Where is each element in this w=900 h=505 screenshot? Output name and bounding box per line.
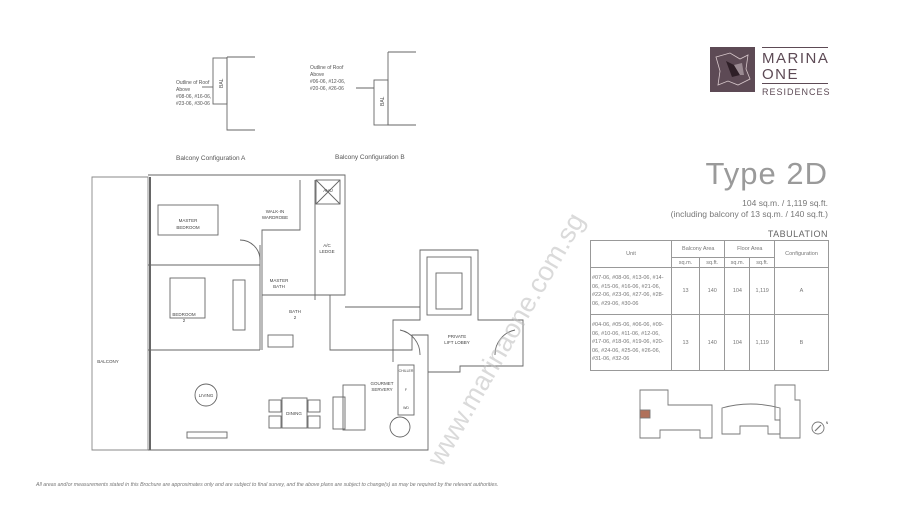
room-label: MASTER xyxy=(270,278,290,283)
config-a-note: #08-06, #16-06, xyxy=(176,94,211,100)
unit-area-note: (including balcony of 13 sq.m. / 140 sq.… xyxy=(670,209,828,219)
disclaimer: All areas and/or measurements stated in … xyxy=(36,482,499,488)
config-a-note: Above xyxy=(176,87,190,93)
unit-area: 104 sq.m. / 1,119 sq.ft. xyxy=(742,198,828,208)
config-a-caption: Balcony Configuration A xyxy=(176,155,246,162)
balcony-config-b xyxy=(356,51,416,126)
logo-rule xyxy=(762,47,828,48)
room-label: LIFT LOBBY xyxy=(444,340,469,345)
room-label: A/C xyxy=(323,243,331,248)
brand-line2: ONE xyxy=(762,66,800,83)
room-label: LIVING xyxy=(199,393,214,398)
logo-rule xyxy=(762,83,828,84)
brand-logo-mark xyxy=(710,47,755,92)
config-b-note: #06-06, #12-06, xyxy=(310,79,345,85)
config-b-note: Above xyxy=(310,72,324,78)
floor-sqft-cell: 1,119 xyxy=(749,267,776,315)
tabulation-label: TABULATION xyxy=(767,229,828,239)
room-label: AHU xyxy=(323,188,333,193)
room-label: 2 xyxy=(183,318,186,323)
config-a-note: #23-06, #30-06 xyxy=(176,101,210,107)
room-label: BEDROOM xyxy=(172,312,196,317)
floor-sqm-cell: 104 xyxy=(724,267,751,315)
config-b-note: #20-06, #26-06 xyxy=(310,86,344,92)
bal-sqft-cell: 140 xyxy=(699,267,726,315)
room-label: 2 xyxy=(294,315,297,320)
header-configuration: Configuration xyxy=(774,240,829,268)
room-label: WALK-IN xyxy=(266,209,285,214)
room-label: BATH xyxy=(289,309,301,314)
key-plan xyxy=(639,384,825,439)
room-label: BEDROOM xyxy=(176,225,200,230)
config-cell: B xyxy=(774,314,829,371)
bal-sqm-cell: 13 xyxy=(670,314,701,371)
config-b-note: Outline of Roof xyxy=(310,65,344,71)
room-label: WD xyxy=(403,406,409,410)
room-label: F xyxy=(405,388,407,392)
units-cell: #07-06, #08-06, #13-06, #14-06, #15-06, … xyxy=(590,267,672,315)
room-label: BALCONY xyxy=(97,359,119,364)
config-a-bal: BAL xyxy=(219,78,225,88)
floor-sqm-cell: 104 xyxy=(724,314,751,371)
brand-line1: MARINA xyxy=(762,50,830,67)
brand-line3: RESIDENCES xyxy=(762,87,831,97)
unit-type-title: Type 2D xyxy=(705,156,828,191)
table-row: #07-06, #08-06, #13-06, #14-06, #15-06, … xyxy=(590,267,829,315)
config-b-bal: BAL xyxy=(380,96,386,106)
units-cell: #04-06, #05-06, #06-06, #09-06, #10-06, … xyxy=(590,314,672,371)
room-label: MASTER xyxy=(179,218,199,223)
room-label: DINING xyxy=(286,411,302,416)
room-label: CHILLER xyxy=(399,369,414,373)
room-label: LEDGE xyxy=(319,249,334,254)
compass-label: N xyxy=(826,421,829,425)
unit-floor-plan xyxy=(91,174,524,451)
room-label: BATH xyxy=(273,284,285,289)
config-a-note: Outline of Roof xyxy=(176,80,210,86)
room-label: WARDROBE xyxy=(262,215,288,220)
balcony-config-a xyxy=(202,56,255,131)
table-row: #04-06, #05-06, #06-06, #09-06, #10-06, … xyxy=(590,314,829,371)
bal-sqft-cell: 140 xyxy=(699,314,726,371)
key-plan-highlight xyxy=(639,409,651,419)
room-label: PRIVATE xyxy=(448,334,467,339)
compass-icon xyxy=(811,421,825,435)
room-label: GOURMET xyxy=(371,381,394,386)
room-label: SERVERY xyxy=(371,387,392,392)
config-cell: A xyxy=(774,267,829,315)
config-b-caption: Balcony Configuration B xyxy=(335,154,405,161)
tabulation-table: Unit Balcony Area Floor Area Configurati… xyxy=(590,240,829,371)
